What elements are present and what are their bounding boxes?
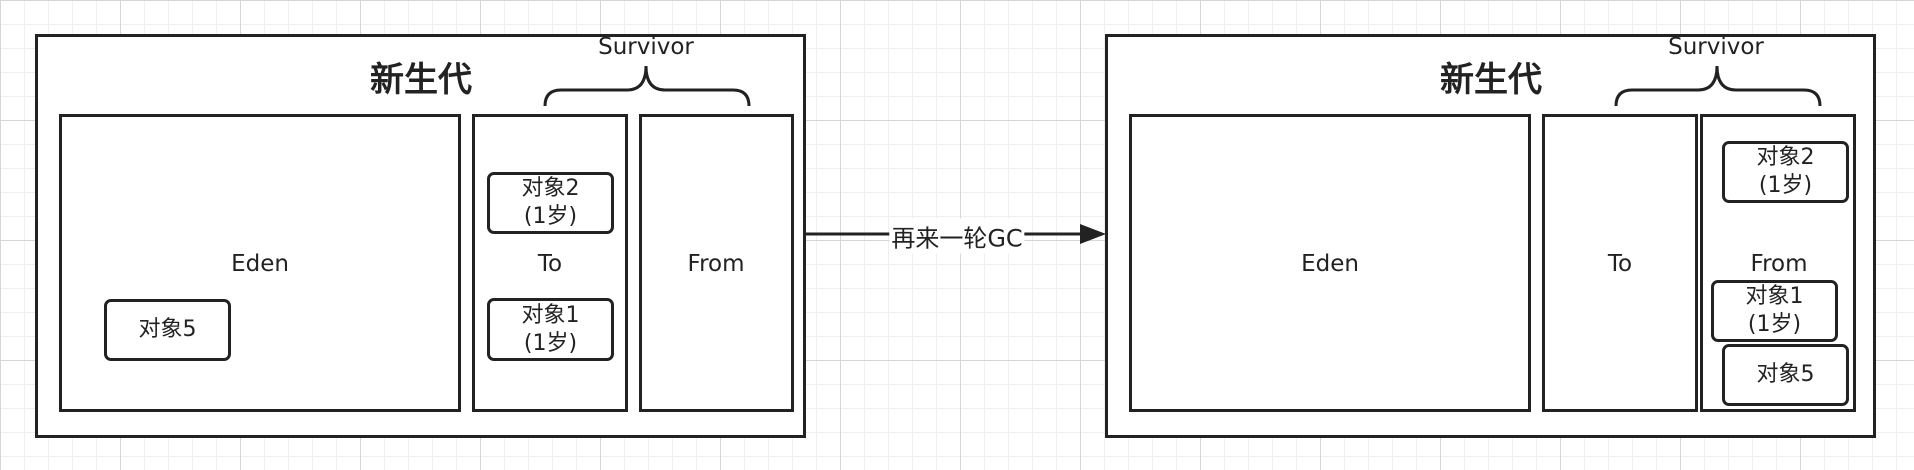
eden-space-before [59,114,461,412]
from-space-before [639,114,794,412]
young-generation-title-before: 新生代 [370,60,472,100]
object-2-age: (1岁) [1758,173,1813,198]
survivor-brace-before [543,65,751,107]
survivor-label-before: Survivor [598,34,694,60]
eden-label-after: Eden [1301,251,1359,277]
from-label-before: From [687,251,745,277]
object-2-name: 对象2 [1756,145,1815,170]
to-space-before [472,114,628,412]
eden-space-after [1129,114,1531,412]
from-label-after: From [1750,251,1808,277]
object-5-before: 对象5 [104,299,231,361]
object-2-before: 对象2 (1岁) [487,172,614,234]
object-1-age: (1岁) [1747,312,1802,337]
object-5-after: 对象5 [1722,344,1849,406]
object-1-age: (1岁) [523,330,578,356]
object-2-after: 对象2 (1岁) [1722,141,1849,203]
object-1-before: 对象1 (1岁) [487,298,614,361]
gc-transition-label: 再来一轮GC [889,218,1025,254]
object-5-name: 对象5 [1756,362,1815,387]
to-space-after [1542,114,1698,412]
young-generation-title-after: 新生代 [1440,60,1542,100]
survivor-label-after: Survivor [1668,34,1764,60]
to-label-after: To [1607,251,1633,277]
eden-label-before: Eden [231,251,289,277]
object-1-after: 对象1 (1岁) [1711,280,1838,342]
object-5-name: 对象5 [138,317,197,342]
object-1-name: 对象1 [1745,284,1804,309]
object-1-name: 对象1 [521,302,580,328]
object-2-age: (1岁) [523,204,578,229]
to-label-before: To [537,251,563,277]
object-2-name: 对象2 [521,176,580,201]
survivor-brace-after [1614,65,1822,107]
